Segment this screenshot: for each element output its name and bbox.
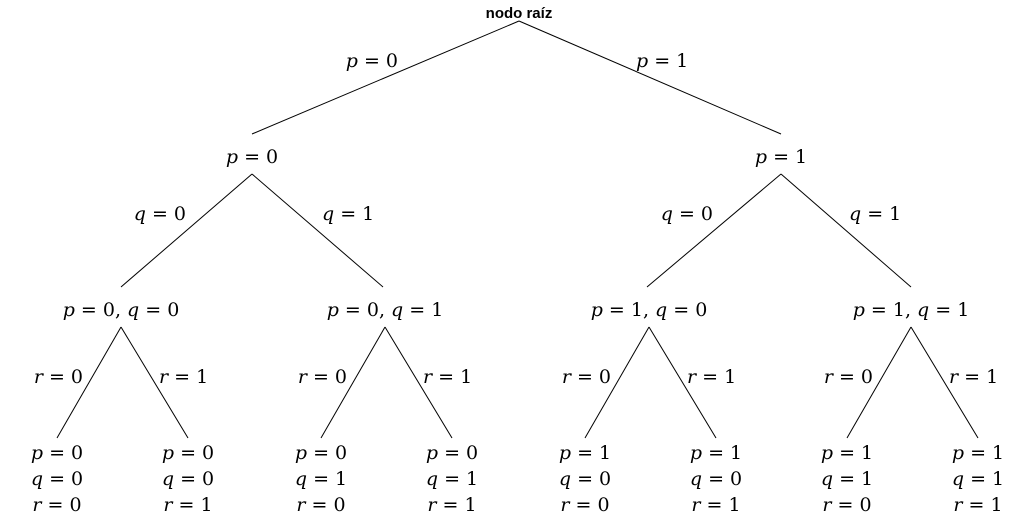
edge-level3-0 — [56, 326, 122, 439]
edge-label-level3-1: r = 1 — [159, 366, 208, 388]
leaf-7-row-2: r = 1 — [953, 494, 1002, 516]
leaf-0-row-2: r = 0 — [32, 494, 81, 516]
leaf-7-row-0: p = 1 — [952, 442, 1004, 464]
leaf-0-row-1: q = 0 — [31, 468, 83, 490]
leaf-2-row-1: q = 1 — [295, 468, 347, 490]
leaf-3-row-1: q = 1 — [426, 468, 478, 490]
edge-level2-2 — [646, 173, 782, 288]
leaf-3-row-0: p = 0 — [426, 442, 478, 464]
edge-label-level3-6: r = 0 — [824, 366, 873, 388]
leaf-2-row-0: p = 0 — [295, 442, 347, 464]
leaf-4-row-1: q = 0 — [559, 468, 611, 490]
edge-level3-7 — [910, 326, 979, 439]
edge-root-p1 — [518, 20, 782, 135]
node-level2-0: p = 0, q = 0 — [63, 299, 180, 321]
edge-level2-1 — [251, 173, 384, 288]
node-level2-1: p = 0, q = 1 — [327, 299, 444, 321]
leaf-5-row-2: r = 1 — [691, 494, 740, 516]
edge-root-p0 — [251, 20, 520, 135]
leaf-6-row-0: p = 1 — [821, 442, 873, 464]
edge-label-level2-3: q = 1 — [849, 203, 901, 225]
edge-level2-0 — [120, 173, 253, 288]
leaf-2-row-2: r = 0 — [296, 494, 345, 516]
leaf-1-row-1: q = 0 — [162, 468, 214, 490]
root-node-label: nodo raíz — [486, 5, 553, 22]
edge-label-level3-0: r = 0 — [34, 366, 83, 388]
edge-level2-3 — [780, 173, 912, 288]
edge-label-level2-1: q = 1 — [322, 203, 374, 225]
leaf-4-row-0: p = 1 — [559, 442, 611, 464]
leaf-1-row-0: p = 0 — [162, 442, 214, 464]
leaf-3-row-2: r = 1 — [427, 494, 476, 516]
leaf-5-row-1: q = 0 — [690, 468, 742, 490]
edge-level3-6 — [846, 326, 912, 439]
leaf-0-row-0: p = 0 — [31, 442, 83, 464]
leaf-1-row-2: r = 1 — [163, 494, 212, 516]
edge-label-level2-2: q = 0 — [661, 203, 713, 225]
edge-label-level3-4: r = 0 — [562, 366, 611, 388]
edge-level3-5 — [648, 326, 717, 439]
node-level2-3: p = 1, q = 1 — [853, 299, 970, 321]
leaf-6-row-2: r = 0 — [822, 494, 871, 516]
node-level2-2: p = 1, q = 0 — [591, 299, 708, 321]
leaf-5-row-0: p = 1 — [690, 442, 742, 464]
edge-level3-1 — [120, 326, 189, 439]
edge-label-level3-3: r = 1 — [423, 366, 472, 388]
edge-level3-3 — [384, 326, 453, 439]
edge-label-level3-5: r = 1 — [687, 366, 736, 388]
leaf-4-row-2: r = 0 — [560, 494, 609, 516]
node-level1-1: p = 1 — [755, 146, 807, 168]
leaf-7-row-1: q = 1 — [952, 468, 1004, 490]
edge-level3-2 — [320, 326, 386, 439]
leaf-6-row-1: q = 1 — [821, 468, 873, 490]
edge-label-level3-2: r = 0 — [298, 366, 347, 388]
edge-label-level2-0: q = 0 — [134, 203, 186, 225]
edge-label-level3-7: r = 1 — [949, 366, 998, 388]
edge-level3-4 — [584, 326, 650, 439]
edge-label-p1: p = 1 — [636, 50, 688, 72]
node-level1-0: p = 0 — [226, 146, 278, 168]
edge-label-p0: p = 0 — [346, 50, 398, 72]
